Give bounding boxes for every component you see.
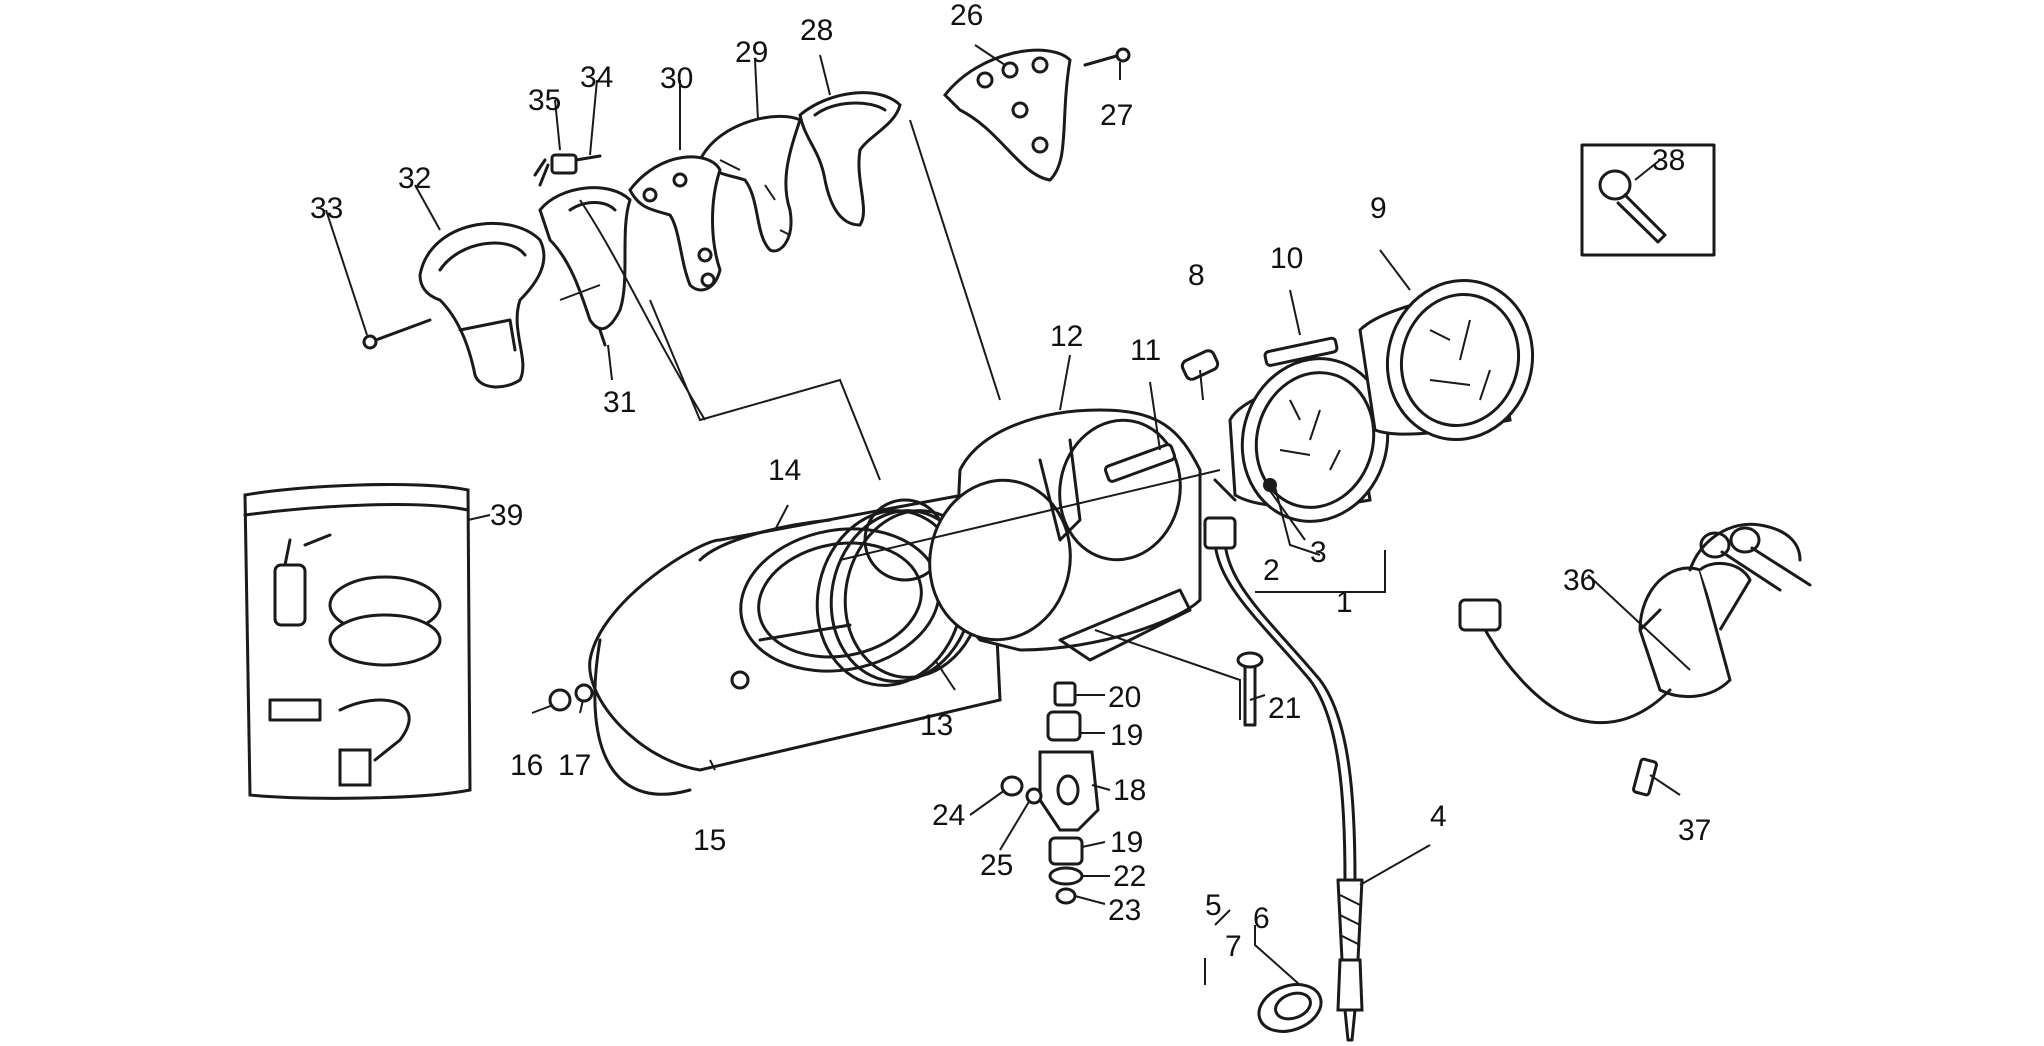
callout-37: 37 bbox=[1678, 814, 1711, 847]
callout-12: 12 bbox=[1050, 320, 1083, 353]
callout-21: 21 bbox=[1268, 692, 1301, 725]
callout-26: 26 bbox=[950, 0, 983, 32]
callout-20: 20 bbox=[1108, 681, 1141, 714]
ignition-switch-part-36 bbox=[1458, 522, 1812, 725]
rod-part-10 bbox=[1263, 336, 1339, 367]
callout-29: 29 bbox=[735, 36, 768, 69]
callout-1: 1 bbox=[1336, 586, 1353, 619]
callout-3: 3 bbox=[1310, 536, 1327, 569]
ring-nut-part-7 bbox=[1257, 983, 1323, 1033]
callout-27: 27 bbox=[1100, 99, 1133, 132]
screw-part-27 bbox=[1083, 47, 1131, 67]
screw-part-11 bbox=[1104, 443, 1176, 483]
callout-34: 34 bbox=[580, 61, 613, 94]
callout-15: 15 bbox=[693, 824, 726, 857]
callout-6: 6 bbox=[1253, 902, 1270, 935]
cover-plate-part-26 bbox=[943, 48, 1072, 182]
switch-parts-34-35 bbox=[533, 153, 602, 187]
gauge-tachometer-part-1 bbox=[1213, 357, 1390, 523]
callout-30: 30 bbox=[660, 62, 693, 95]
callout-2: 2 bbox=[1263, 554, 1280, 587]
callout-31: 31 bbox=[603, 386, 636, 419]
callout-10: 10 bbox=[1270, 242, 1303, 275]
callout-33: 33 bbox=[310, 192, 343, 225]
screw-part-37 bbox=[1632, 757, 1658, 797]
cover-part-28 bbox=[798, 91, 902, 227]
callout-16: 16 bbox=[510, 749, 543, 782]
key-box-part-38 bbox=[1580, 143, 1716, 257]
callout-19-lower: 19 bbox=[1110, 826, 1143, 859]
callout-22: 22 bbox=[1113, 860, 1146, 893]
mount-stack-parts-18-25 bbox=[1000, 681, 1100, 905]
callout-24: 24 bbox=[932, 799, 965, 832]
switch-cover-part-32 bbox=[418, 221, 546, 389]
callout-38: 38 bbox=[1652, 144, 1685, 177]
callout-14: 14 bbox=[768, 454, 801, 487]
callout-13: 13 bbox=[920, 709, 953, 742]
screw-part-33 bbox=[362, 318, 432, 350]
callout-35: 35 bbox=[528, 84, 561, 117]
callout-39: 39 bbox=[490, 499, 523, 532]
upper-shell-part-14 bbox=[698, 518, 832, 562]
sleeve-part-8 bbox=[1180, 349, 1220, 381]
assembly-lines bbox=[559, 119, 1241, 720]
callout-25: 25 bbox=[980, 849, 1013, 882]
switch-housing-part-31 bbox=[538, 186, 632, 347]
callout-leaders bbox=[325, 44, 1691, 986]
screw-washer-parts-16-17 bbox=[548, 683, 594, 712]
callout-23: 23 bbox=[1108, 894, 1141, 927]
callout-32: 32 bbox=[398, 162, 431, 195]
gauge-speedometer-part-9 bbox=[1358, 279, 1535, 441]
callout-18: 18 bbox=[1113, 774, 1146, 807]
callout-7: 7 bbox=[1225, 930, 1242, 963]
callout-4: 4 bbox=[1430, 800, 1447, 833]
bolt-part-21 bbox=[1236, 651, 1264, 727]
callout-5: 5 bbox=[1205, 889, 1222, 922]
callout-17: 17 bbox=[558, 749, 591, 782]
bracket-part-30 bbox=[628, 155, 722, 292]
callout-19-upper: 19 bbox=[1110, 719, 1143, 752]
instrument-housing-part-15 bbox=[588, 488, 1002, 796]
callout-28: 28 bbox=[800, 14, 833, 47]
callout-11: 11 bbox=[1130, 334, 1161, 367]
callout-36: 36 bbox=[1563, 564, 1596, 597]
callout-labels: 1 2 3 4 5 6 7 8 9 10 11 12 13 14 15 16 1… bbox=[310, 0, 1711, 963]
speedometer-cable-part-4 bbox=[1203, 516, 1364, 1042]
spare-parts-bag-part-39 bbox=[243, 483, 472, 800]
callout-8: 8 bbox=[1188, 259, 1205, 292]
cover-part-29 bbox=[698, 114, 802, 253]
callout-9: 9 bbox=[1370, 192, 1387, 225]
